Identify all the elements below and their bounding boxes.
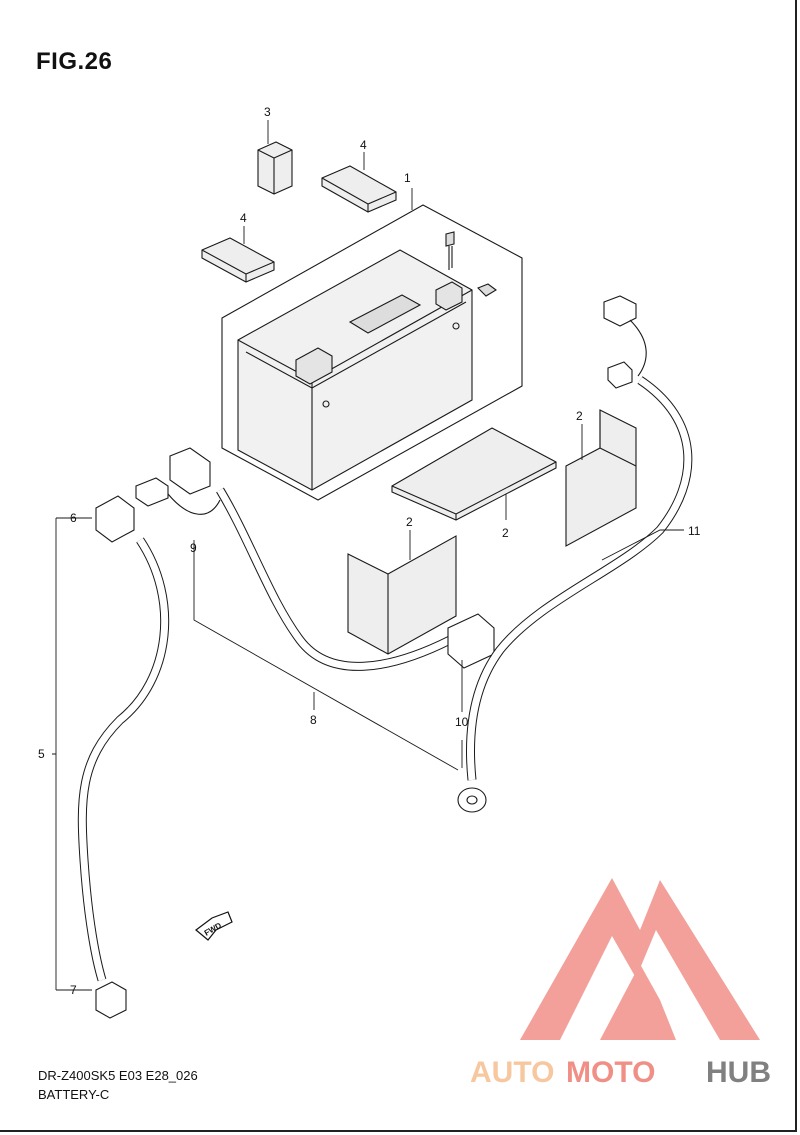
part-2-flat-pad bbox=[391, 427, 557, 521]
logo-text-moto: MOTO bbox=[566, 1056, 655, 1089]
connector-11 bbox=[603, 295, 637, 327]
callout-1: 1 bbox=[404, 171, 411, 185]
part-4-pad-upper bbox=[321, 165, 397, 213]
automotohub-logo: AUTO MOTO HUB bbox=[470, 878, 771, 1089]
callout-2-right-bracket: 2 bbox=[576, 409, 583, 423]
connector-9 bbox=[135, 477, 169, 507]
part-2-bracket-left bbox=[347, 535, 457, 655]
ring-terminal bbox=[457, 787, 487, 813]
terminal-lug-11 bbox=[607, 361, 633, 389]
logo-triangle-mark bbox=[520, 878, 760, 1040]
callout-11: 11 bbox=[688, 524, 701, 538]
callout-4-lower: 4 bbox=[240, 211, 247, 225]
terminal-bolt bbox=[445, 231, 455, 247]
section-name: BATTERY-C bbox=[38, 1087, 110, 1102]
callout-3: 3 bbox=[264, 105, 271, 119]
terminal-boot-7 bbox=[95, 981, 127, 1019]
callout-6: 6 bbox=[70, 511, 77, 525]
battery-body bbox=[237, 249, 473, 491]
callout-10: 10 bbox=[455, 715, 469, 729]
model-code: DR-Z400SK5 E03 E28_026 bbox=[38, 1068, 198, 1083]
terminal-boot-10 bbox=[447, 613, 495, 669]
callout-2-left-bracket: 2 bbox=[406, 515, 413, 529]
battery-group-outline bbox=[221, 204, 523, 501]
terminal-nut bbox=[477, 283, 497, 297]
part-3-block bbox=[257, 141, 293, 195]
callout-9: 9 bbox=[190, 541, 197, 555]
logo-text-auto: AUTO bbox=[470, 1056, 554, 1089]
logo-text-hub: HUB bbox=[706, 1056, 771, 1089]
fwd-arrow-icon: FWD bbox=[195, 911, 233, 941]
callout-5: 5 bbox=[38, 747, 45, 761]
callout-8: 8 bbox=[310, 713, 317, 727]
part-4-pad-lower bbox=[201, 237, 275, 283]
part-2-bracket-right bbox=[565, 409, 637, 547]
callout-4-upper: 4 bbox=[360, 138, 367, 152]
figure-title: FIG.26 bbox=[36, 48, 113, 75]
terminal-boot-6 bbox=[95, 495, 135, 543]
callout-2-flat-pad: 2 bbox=[502, 526, 509, 540]
callout-7: 7 bbox=[70, 983, 77, 997]
terminal-boot-9 bbox=[169, 447, 211, 495]
